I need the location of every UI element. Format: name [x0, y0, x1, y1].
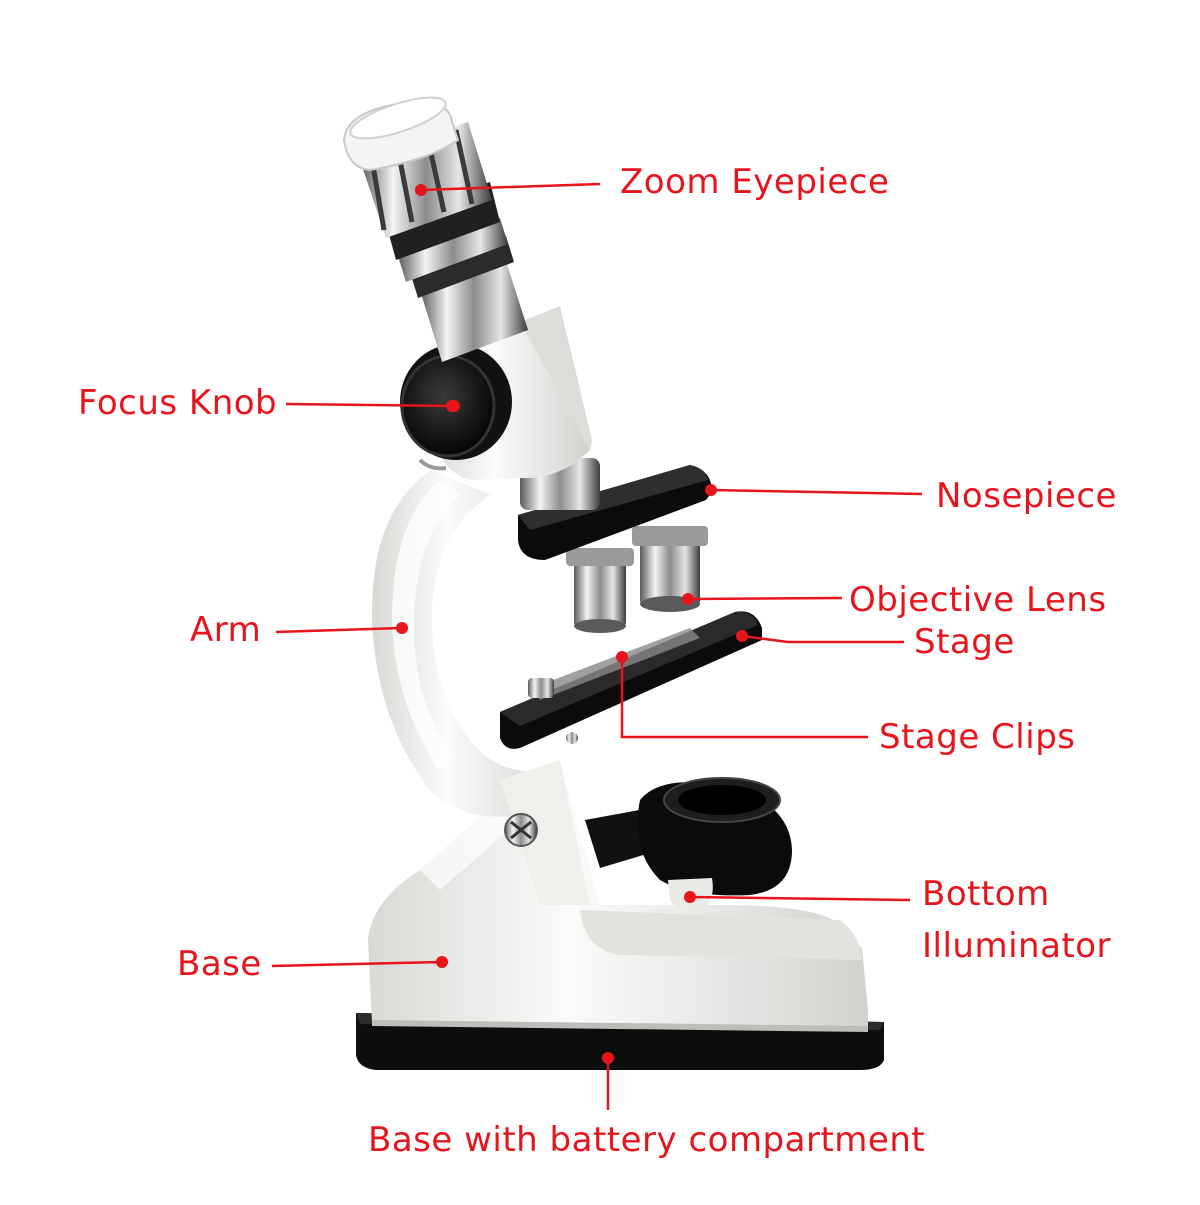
leader-stage-clips — [620, 657, 868, 739]
bottom-illuminator — [585, 777, 792, 913]
label-bottom-illuminator-line2: Illuminator — [922, 926, 1112, 966]
dot-stage — [736, 630, 748, 642]
dot-bottom-illuminator — [684, 891, 696, 903]
dot-nosepiece — [705, 484, 717, 496]
dot-objective-lens — [682, 593, 694, 605]
dot-arm — [396, 622, 408, 634]
label-bottom-illuminator-line1: Bottom — [922, 874, 1050, 914]
eyepiece-tube — [342, 96, 528, 362]
label-objective-lens: Objective Lens — [849, 580, 1107, 620]
label-arm: Arm — [190, 610, 262, 650]
dot-base-battery — [602, 1052, 614, 1064]
arm-screw — [504, 813, 538, 847]
leader-zoom-eyepiece — [420, 182, 601, 192]
label-base: Base — [177, 944, 262, 984]
stage — [500, 611, 762, 749]
label-bottom-illuminator: Bottom Illuminator — [922, 868, 1111, 972]
label-nosepiece: Nosepiece — [936, 476, 1117, 516]
leader-base — [271, 960, 443, 968]
leader-arm — [275, 626, 403, 634]
leader-bottom-illuminator — [689, 895, 911, 902]
label-base-battery: Base with battery compartment — [368, 1120, 926, 1160]
label-stage-clips: Stage Clips — [879, 717, 1076, 757]
label-stage: Stage — [914, 622, 1015, 662]
objective-lenses — [566, 526, 708, 633]
dot-stage-clips — [616, 651, 628, 663]
leader-lines — [271, 182, 923, 1110]
label-zoom-eyepiece: Zoom Eyepiece — [620, 162, 890, 202]
leader-focus-knob — [285, 402, 453, 408]
dot-zoom-eyepiece — [415, 184, 427, 196]
leader-stage — [741, 634, 904, 644]
label-focus-knob: Focus Knob — [78, 383, 278, 423]
base-body — [368, 760, 868, 1032]
leader-dots — [396, 184, 748, 1064]
dot-focus-knob — [446, 400, 458, 412]
dot-base — [436, 956, 448, 968]
leader-objective-lens — [687, 596, 843, 601]
arm — [371, 470, 590, 905]
leader-nosepiece — [710, 488, 923, 496]
